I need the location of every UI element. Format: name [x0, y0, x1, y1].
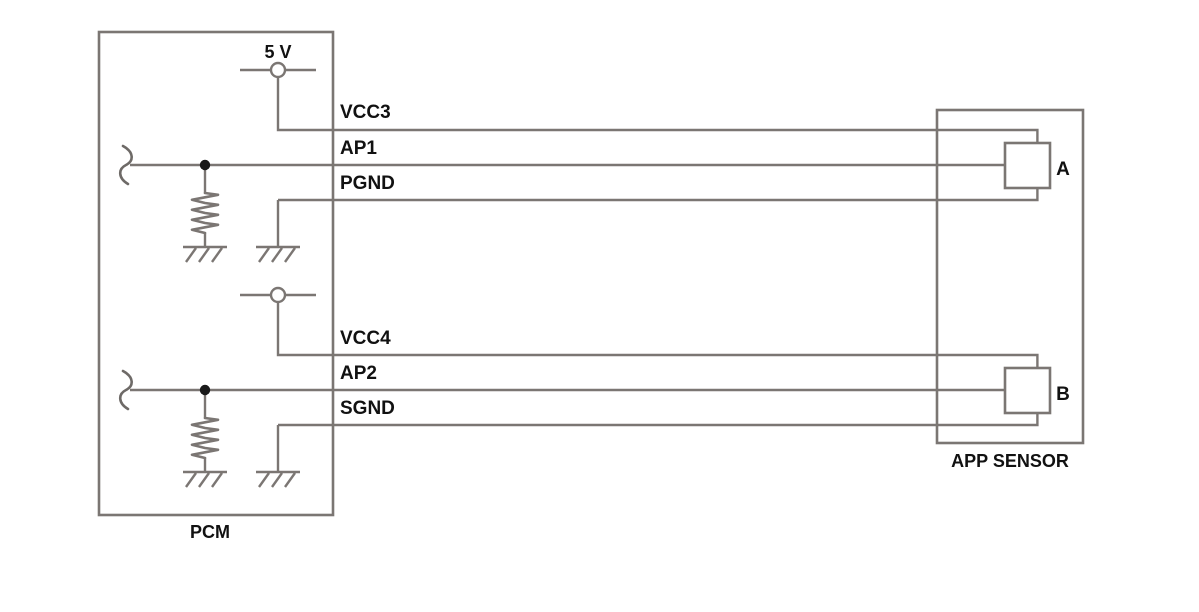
vcc4-wire-to-sensor-b: [290, 353, 1039, 368]
pullup-ap1-coil: [190, 191, 220, 235]
signal-label-sgnd: SGND: [340, 398, 395, 419]
ground-sgnd-hatch-2: [271, 472, 283, 488]
ground-sgnd-icon: [256, 470, 300, 488]
signal-label-vcc4: VCC4: [340, 328, 391, 349]
channel-a-wiring: [130, 61, 1039, 247]
signal-label-ap1: AP1: [340, 138, 377, 159]
pullup-ap2: [190, 390, 220, 472]
app-sensor-label: APP SENSOR: [951, 451, 1069, 471]
ground-ap2-pullup-hatch-3: [211, 472, 223, 488]
ground-symbols-group: [183, 245, 300, 488]
sensor-element-a-label: A: [1056, 159, 1070, 180]
supply-5v-top-terminal: [269, 61, 287, 79]
ground-pgnd-hatch-3: [284, 247, 296, 263]
ground-pgnd-icon: [256, 245, 300, 263]
wire-break-group: [118, 144, 133, 411]
ground-ap1-pullup-hatch-3: [211, 247, 223, 263]
vcc3-wire-to-sensor-a: [290, 128, 1039, 143]
junction-ap2: [199, 384, 211, 396]
app-sensor-enclosure: [935, 108, 1085, 445]
channel-b-wiring: [130, 286, 1039, 472]
ground-ap2-pullup-icon: [183, 470, 227, 488]
pullup-ap1: [190, 165, 220, 247]
wire-break-ap2-icon: [118, 369, 133, 411]
sgnd-wire-to-sensor-b: [278, 413, 1039, 427]
sensor-element-b-label: B: [1056, 384, 1070, 405]
wire-break-ap1-icon: [118, 144, 133, 186]
supply-5v-label: 5 V: [264, 42, 291, 62]
junction-ap1: [199, 159, 211, 171]
ground-ap1-pullup-hatch-1: [185, 247, 197, 263]
vcc3-drop-wire: [276, 77, 290, 132]
supply-5v-bottom-terminal: [269, 286, 287, 304]
signal-label-pgnd: PGND: [340, 173, 395, 194]
pullup-resistors-group: [190, 165, 220, 472]
ground-sgnd-hatch-1: [258, 472, 270, 488]
ground-ap2-pullup-hatch-2: [198, 472, 210, 488]
pcm-label: PCM: [190, 522, 230, 542]
sensor-elements-group: [1003, 141, 1052, 415]
ground-sgnd-hatch-3: [284, 472, 296, 488]
pgnd-wire-to-sensor-a: [278, 188, 1039, 202]
signal-label-vcc3: VCC3: [340, 102, 391, 123]
ground-ap2-pullup-hatch-1: [185, 472, 197, 488]
sensor-element-a-box: [1003, 141, 1052, 190]
ground-ap1-pullup-icon: [183, 245, 227, 263]
pullup-ap2-coil: [190, 416, 220, 460]
ground-pgnd-hatch-2: [271, 247, 283, 263]
pcm-enclosure: [97, 30, 335, 517]
junction-dots-group: [199, 159, 211, 396]
ground-ap1-pullup-hatch-2: [198, 247, 210, 263]
signal-label-ap2: AP2: [340, 363, 377, 384]
sensor-element-b-box: [1003, 366, 1052, 415]
vcc4-drop-wire: [276, 302, 290, 357]
ground-pgnd-hatch-1: [258, 247, 270, 263]
